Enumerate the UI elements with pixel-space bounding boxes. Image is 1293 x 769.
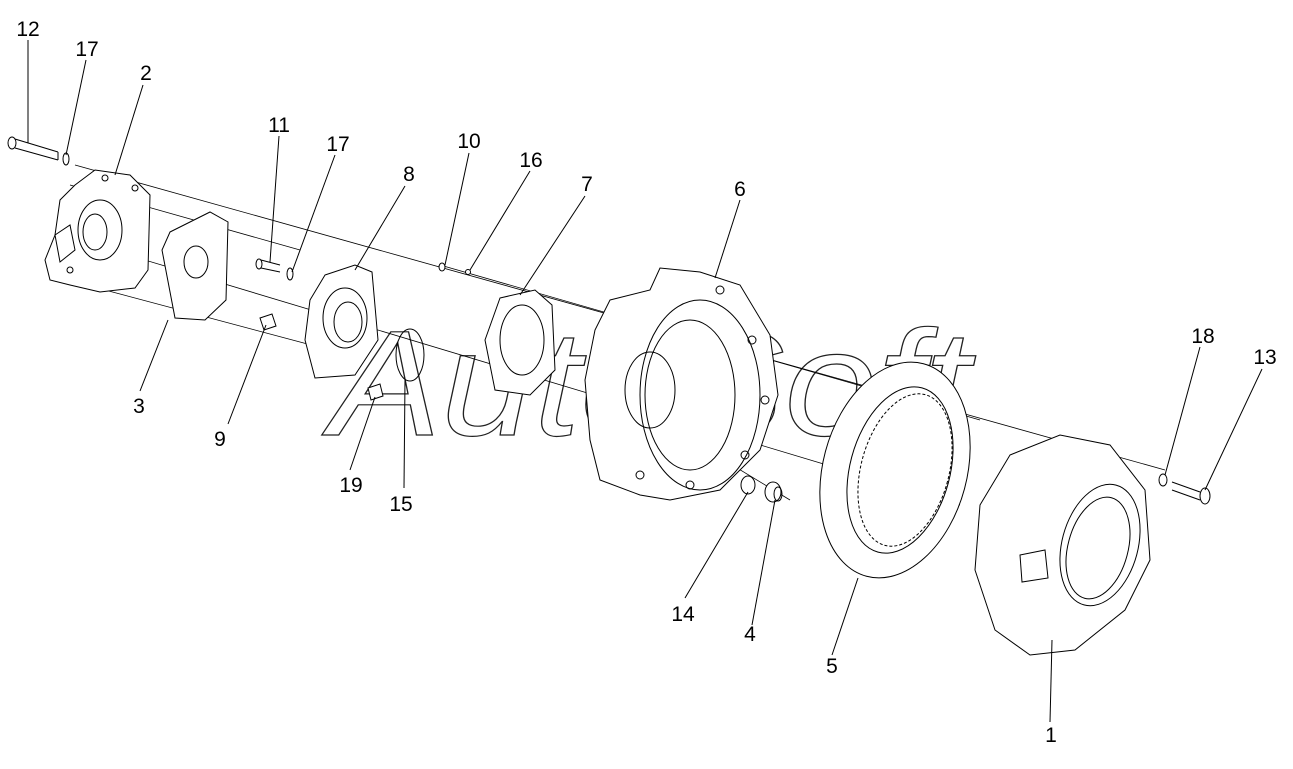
- part-bolt-11: [255, 258, 281, 273]
- part-washer-17b: [286, 267, 294, 281]
- callout-17a: 17: [75, 38, 98, 61]
- callout-15: 15: [389, 493, 412, 516]
- callout-19: 19: [339, 474, 362, 497]
- part-plug-4: [764, 481, 783, 503]
- callout-8: 8: [403, 163, 415, 186]
- part-oring-15: [395, 328, 425, 382]
- part-gasket-7: [484, 289, 556, 396]
- callout-18: 18: [1191, 325, 1214, 348]
- part-bolt-10: [438, 262, 446, 272]
- callout-1: 1: [1045, 724, 1057, 747]
- callout-2: 2: [140, 62, 152, 85]
- part-ring-gear-5: [819, 361, 971, 579]
- callout-11: 11: [268, 114, 290, 137]
- callout-labels: 12 17 2 11 17 8 10 16 7 6 18 13 3 9 19 1…: [16, 18, 1276, 747]
- callout-17b: 17: [326, 133, 349, 156]
- part-washer-18: [1158, 473, 1168, 487]
- part-case-6: [584, 267, 779, 501]
- part-cover-8: [304, 264, 379, 379]
- callout-13: 13: [1253, 346, 1276, 369]
- callout-7: 7: [581, 173, 593, 196]
- callout-14: 14: [671, 603, 695, 626]
- part-bolt-13: [1171, 481, 1211, 505]
- callout-12: 12: [16, 18, 39, 41]
- part-pin-9: [259, 313, 277, 331]
- callout-3: 3: [133, 395, 145, 418]
- callout-5: 5: [826, 655, 838, 678]
- leader-lines: [27, 40, 1263, 723]
- callout-16: 16: [519, 149, 542, 172]
- part-washer-16: [465, 269, 471, 275]
- part-hub-cover-1: [974, 434, 1151, 656]
- part-oring-14: [740, 475, 756, 495]
- callout-10: 10: [457, 130, 480, 153]
- part-plate-3: [161, 211, 229, 321]
- callout-9: 9: [214, 428, 226, 451]
- part-housing-2: [44, 169, 151, 293]
- part-bolt-12: [7, 136, 59, 161]
- callout-4: 4: [744, 623, 756, 646]
- part-pin-19: [367, 383, 384, 401]
- callout-6: 6: [734, 178, 746, 201]
